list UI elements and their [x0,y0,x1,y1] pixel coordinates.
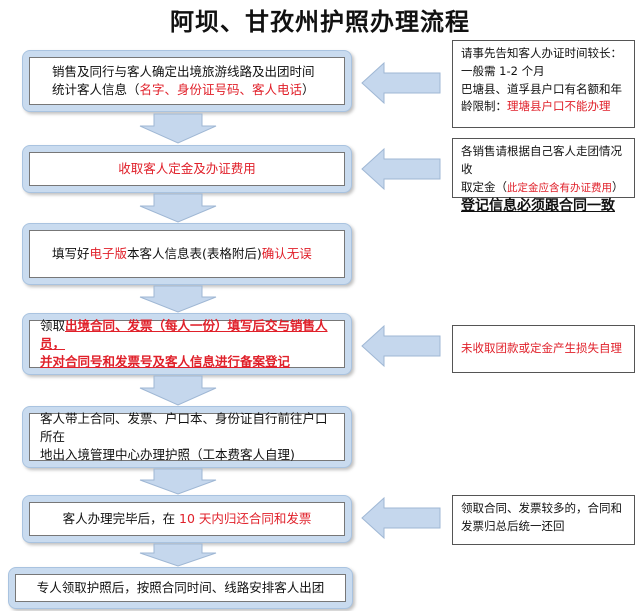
step-3-middle: 本客人信息表(表格附后) [127,245,262,261]
step-1-box: 销售及同行与客人确定出境旅游线路及出团时间 统计客人信息（名字、身份证号码、客人… [22,50,352,112]
step-3-highlight-1: 电子版 [89,245,128,261]
step-1-line2-suffix: ） [302,82,315,97]
step-2-text: 收取客人定金及办证费用 [118,160,256,176]
down-arrow-5 [139,468,217,495]
step-3-box: 填写好电子版本客人信息表(表格附后)确认无误 [22,223,352,285]
step-5-content: 客人带上合同、发票、户口本、身份证自行前往户口所在 地出入境管理中心办理护照（工… [29,410,345,463]
step-3-highlight-2: 确认无误 [261,245,312,261]
note-2-line2-prefix: 取定金（ [461,179,507,194]
note-2-line1: 各销售请根据自己客人走团情况收 [461,144,622,176]
step-1-content: 销售及同行与客人确定出境旅游线路及出团时间 统计客人信息（名字、身份证号码、客人… [29,57,345,105]
note-1-line1: 请事先告知客人办证时间较长： [461,46,622,60]
step-4-line1: 领取出境合同、发票（每人一份）填写后交与销售人员， [40,317,336,353]
step-7-content: 专人领取护照后，按照合同时间、线路安排客人出团 [15,574,346,602]
step-4-highlight-2: 并对合同号和发票号及客人信息进行备案登记 [40,354,291,370]
step-5-line2: 地出入境管理中心办理护照（工本费客人自理) [40,447,295,463]
step-1-line2-highlight: 名字、身份证号码、客人电话 [139,82,303,97]
left-arrow-1 [361,61,441,105]
note-1-line3: 巴塘县、道孚县户口有名额和年 [461,81,622,96]
step-5-box: 客人带上合同、发票、户口本、身份证自行前往户口所在 地出入境管理中心办理护照（工… [22,406,352,468]
step-2-box: 收取客人定金及办证费用 [22,145,352,193]
note-2-line2: 取定金（此定金应含有办证费用） [461,179,626,197]
down-arrow-2 [139,193,217,223]
note-4-line1: 领取合同、发票较多的，合同和 [461,501,622,515]
step-4-line2: 并对合同号和发票号及客人信息进行备案登记 [40,353,336,371]
step-1-line1: 销售及同行与客人确定出境旅游线路及出团时间 [52,63,315,79]
note-4-line2: 发票归总后统一还回 [461,518,565,533]
note-1: 请事先告知客人办证时间较长： 一般需 1-2 个月 巴塘县、道孚县户口有名额和年… [452,40,635,128]
note-1-line4-highlight: 理塘县户口不能办理 [507,99,611,114]
down-arrow-4 [139,375,217,406]
step-4-box: 领取出境合同、发票（每人一份）填写后交与销售人员， 并对合同号和发票号及客人信息… [22,313,352,375]
note-3: 未收取团款或定金产生损失自理 [452,325,635,373]
left-arrow-2 [361,147,441,191]
step-7-box: 专人领取护照后，按照合同时间、线路安排客人出团 [8,567,353,609]
down-arrow-1 [139,113,217,144]
page-title: 阿坝、甘孜州护照办理流程 [170,7,470,36]
step-1-line2-prefix: 统计客人信息（ [52,82,140,97]
note-2-line3: 登记信息必须跟合同一致 [461,198,615,215]
step-6-prefix: 客人办理完毕后，在 [62,510,180,526]
step-6-box: 客人办理完毕后，在 10 天内归还合同和发票 [22,495,352,543]
step-4-content: 领取出境合同、发票（每人一份）填写后交与销售人员， 并对合同号和发票号及客人信息… [29,317,345,371]
left-arrow-4 [361,496,441,540]
down-arrow-6 [139,543,217,567]
note-2-line2-suffix: ） [612,179,624,194]
step-4-prefix: 领取 [40,317,66,333]
step-6-highlight: 10 天内归还合同和发票 [179,510,312,526]
note-2-line2-highlight: 此定金应含有办证费用 [507,181,612,194]
note-1-line4: 龄限制：理塘县户口不能办理 [461,98,626,116]
step-2-content: 收取客人定金及办证费用 [29,152,345,186]
step-1-line2: 统计客人信息（名字、身份证号码、客人电话） [52,81,315,99]
note-1-line2: 一般需 1-2 个月 [461,63,545,78]
step-6-content: 客人办理完毕后，在 10 天内归还合同和发票 [29,502,345,536]
note-1-line4-prefix: 龄限制： [461,99,507,114]
step-5-line1: 客人带上合同、发票、户口本、身份证自行前往户口所在 [40,410,328,444]
left-arrow-3 [361,324,441,368]
step-3-content: 填写好电子版本客人信息表(表格附后)确认无误 [29,230,345,278]
step-4-highlight-1: 出境合同、发票（每人一份）填写后交与销售人员， [40,317,328,351]
step-7-text: 专人领取护照后，按照合同时间、线路安排客人出团 [36,579,325,595]
step-3-prefix: 填写好 [52,245,90,261]
note-3-text: 未收取团款或定金产生损失自理 [461,341,622,356]
note-4: 领取合同、发票较多的，合同和 发票归总后统一还回 [452,495,635,545]
down-arrow-3 [139,285,217,313]
note-2: 各销售请根据自己客人走团情况收 取定金（此定金应含有办证费用） 登记信息必须跟合… [452,138,635,214]
